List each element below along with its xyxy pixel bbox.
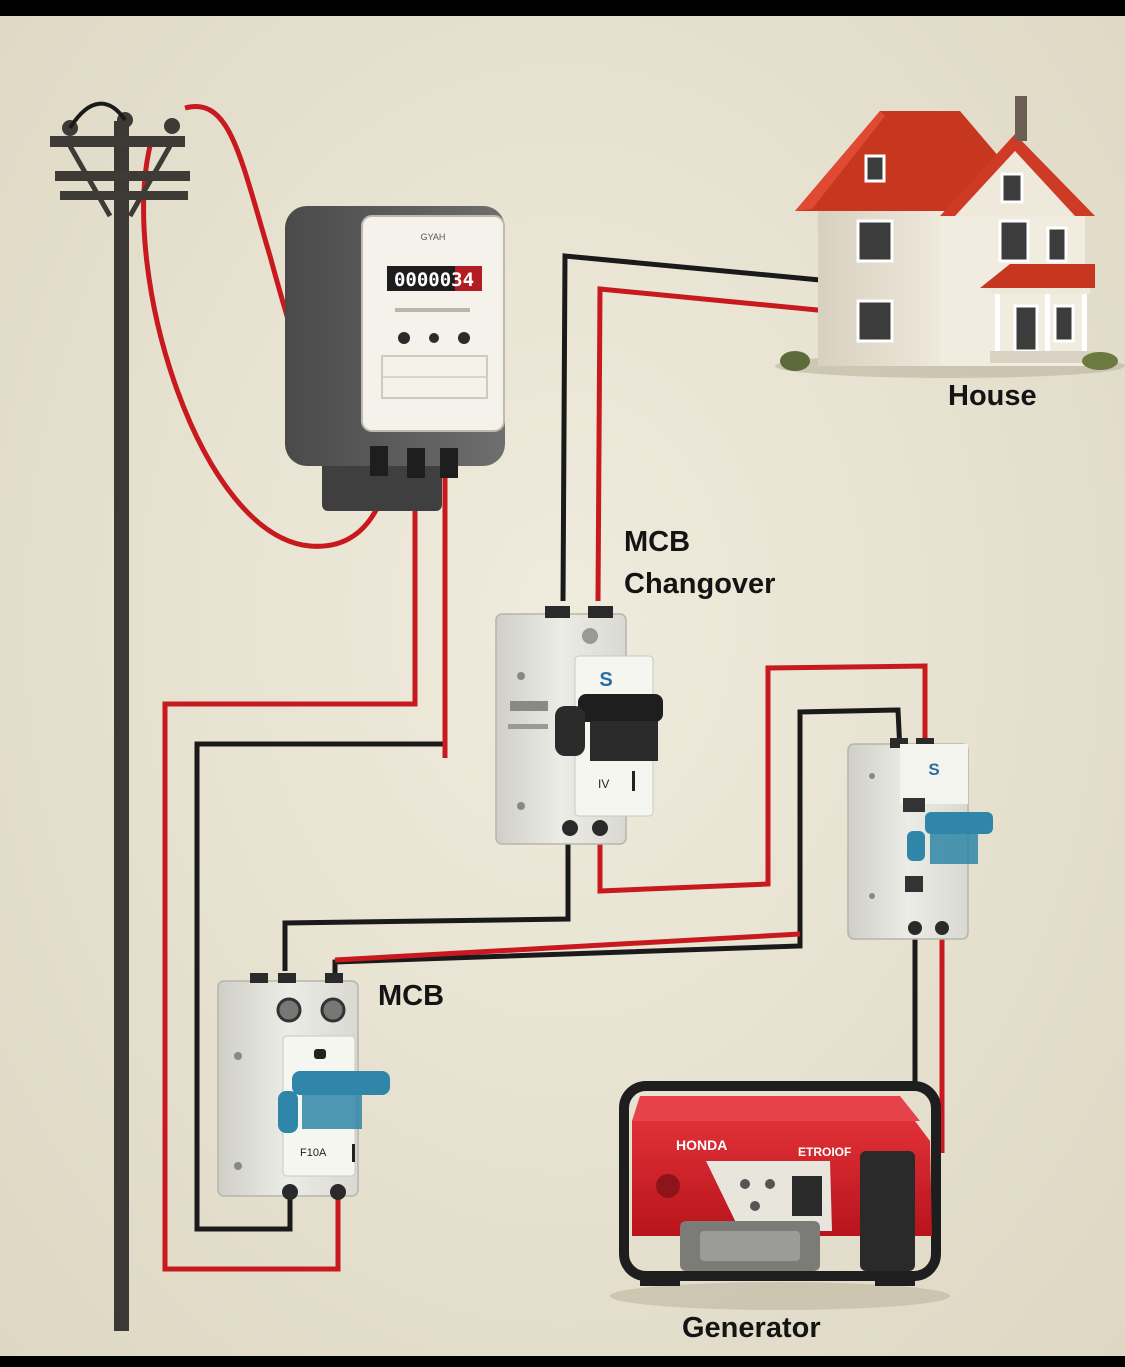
mcb-changeover: S IV xyxy=(495,606,663,845)
generator-label: Generator xyxy=(682,1312,821,1344)
diagram-canvas: GYAH 0000034 xyxy=(50,96,1125,1331)
wires xyxy=(141,104,945,1272)
mcb-changeover-label-line2: Changover xyxy=(624,568,776,600)
changeover-to-gen-mcb-red-wire xyxy=(597,663,928,894)
wiring-diagram: GYAH 0000034 xyxy=(0,16,1125,1356)
mcb-label: MCB xyxy=(378,980,445,1012)
house-label: House xyxy=(948,380,1037,412)
meter-to-mcb-red-wire xyxy=(162,456,418,1272)
changeover-rating: IV xyxy=(598,777,609,791)
svg-text:S: S xyxy=(928,760,939,779)
generator-brand: HONDA xyxy=(676,1137,727,1153)
generator-model: ETROIOF xyxy=(798,1145,851,1159)
meter-reading: 0000034 xyxy=(394,269,474,291)
house xyxy=(775,96,1125,378)
mcb-changeover-label-line1: MCB xyxy=(624,526,691,558)
generator-mcb: S xyxy=(847,738,993,940)
house-to-changeover-red-wire xyxy=(595,286,839,602)
meter-brand: GYAH xyxy=(421,232,446,242)
mcb-rating: F10A xyxy=(300,1147,327,1159)
utility-pole xyxy=(50,101,190,1331)
gen-mcb-to-mcb-red-wire xyxy=(334,931,801,963)
svg-text:S: S xyxy=(599,669,612,691)
changeover-to-mcb-black-wire xyxy=(282,828,571,971)
house-to-changeover-black-wire xyxy=(560,253,821,602)
gen-mcb-to-mcb-black-wire xyxy=(332,707,903,973)
generator: HONDA ETROIOF xyxy=(610,1081,950,1310)
energy-meter: GYAH 0000034 xyxy=(285,206,505,511)
main-mcb: F10A xyxy=(217,973,390,1200)
